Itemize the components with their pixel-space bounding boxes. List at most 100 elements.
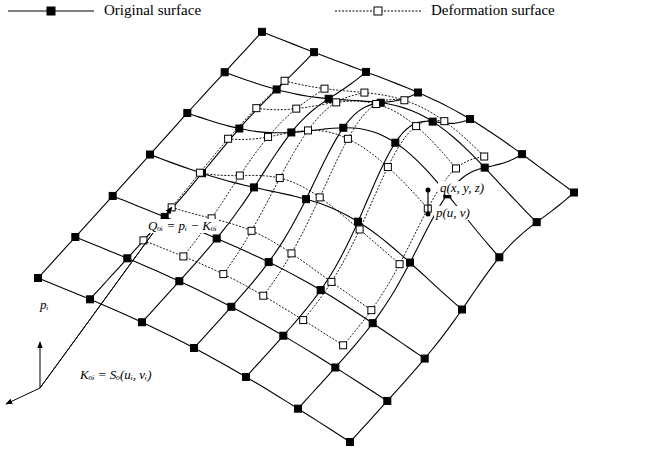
vector-arrow [40,207,172,388]
original-grid-line [142,72,366,322]
original-control-point [280,332,287,339]
deformation-grid-line [303,120,444,320]
deformation-control-point [333,99,340,106]
deformation-control-point [253,105,260,112]
deformation-control-point [384,164,391,171]
original-control-point [191,344,198,351]
deformation-grid-line [256,101,456,168]
original-grid-line [90,52,314,299]
point-dot [426,212,431,217]
deformation-control-point [344,135,351,142]
original-control-point [392,139,399,146]
deformation-control-point [260,292,267,299]
original-control-point [265,259,272,266]
offset-line [427,190,428,214]
deformation-control-point [196,169,203,176]
original-control-point [340,124,347,131]
original-grid-line [298,154,522,409]
deformation-control-point [276,175,283,182]
original-control-point [176,278,183,285]
deformation-grid-line [285,81,485,157]
original-control-point [459,306,466,313]
original-control-point [72,233,79,240]
legend-item: Deformation surface [333,2,555,19]
legend-text: Original surface [104,2,201,19]
original-grid-line [38,32,262,278]
original-control-point [221,69,228,76]
original-mesh [35,28,578,445]
original-grid-line [187,113,499,257]
original-control-point [317,287,324,294]
original-control-point [519,151,526,158]
deformation-control-point [180,253,187,260]
deformation-control-point [321,85,328,92]
original-control-point [184,109,191,116]
original-grid-line [350,193,574,442]
deformation-control-point [401,97,408,104]
legend-sample [333,3,423,19]
deformation-control-point [168,204,175,211]
deformation-control-point [293,105,300,112]
original-grid-line [75,237,387,401]
original-control-point [139,319,146,326]
original-control-point [347,438,354,445]
deformation-control-point [236,172,243,179]
original-control-point [533,219,540,226]
deformation-control-point [288,250,295,257]
deformation-control-point [220,271,227,278]
original-control-point [236,125,243,132]
original-control-point [311,49,318,56]
deformation-control-point [300,317,307,324]
legend-sample-point [374,7,382,15]
original-control-point [259,28,266,35]
deformation-grid-line [263,100,404,296]
original-control-point [355,218,362,225]
original-control-point [481,164,488,171]
deformation-control-point [396,261,403,268]
original-grid-line [113,196,425,359]
legend-text: Deformation surface [431,2,555,19]
deformation-grid-line [228,130,428,208]
original-grid-line [246,119,470,377]
deformation-control-point [373,100,380,107]
deformation-control-point [413,123,420,130]
deformation-control-point [441,118,448,125]
deformation-control-point [316,194,323,201]
deformation-control-point [356,226,363,233]
original-grid-line [262,32,574,193]
original-control-point [109,192,116,199]
original-control-point [147,151,154,158]
original-control-point [273,86,280,93]
deformation-control-point [225,135,232,142]
original-grid-line [225,72,537,222]
original-control-point [295,405,302,412]
vector-arrow [165,207,172,216]
original-control-point [496,254,503,261]
formula-label: q(x, y, z) [438,181,486,195]
original-control-point [87,296,94,303]
legend-sample-point [47,7,55,15]
original-control-point [332,364,339,371]
original-control-point [467,116,474,123]
deformation-control-point [340,342,347,349]
original-control-point [251,184,258,191]
original-control-point [384,397,391,404]
axis-arrow [6,388,40,404]
deformation-control-point [265,133,272,140]
original-control-point [429,118,436,125]
original-control-point [325,95,332,102]
deformation-control-point [248,227,255,234]
deformation-control-point [361,89,368,96]
deformation-grid-line [200,173,400,264]
original-control-point [363,68,370,75]
legend-sample [6,3,96,19]
deformation-control-point [453,165,460,172]
formula-label: pᵢ [38,298,51,312]
deformation-control-point [368,307,375,314]
axis-arrow [40,342,41,388]
original-control-point [415,89,422,96]
original-control-point [407,259,414,266]
formula-label: Qₒᵢ = pᵢ − Kₒᵢ [146,219,219,233]
original-control-point [243,373,250,380]
